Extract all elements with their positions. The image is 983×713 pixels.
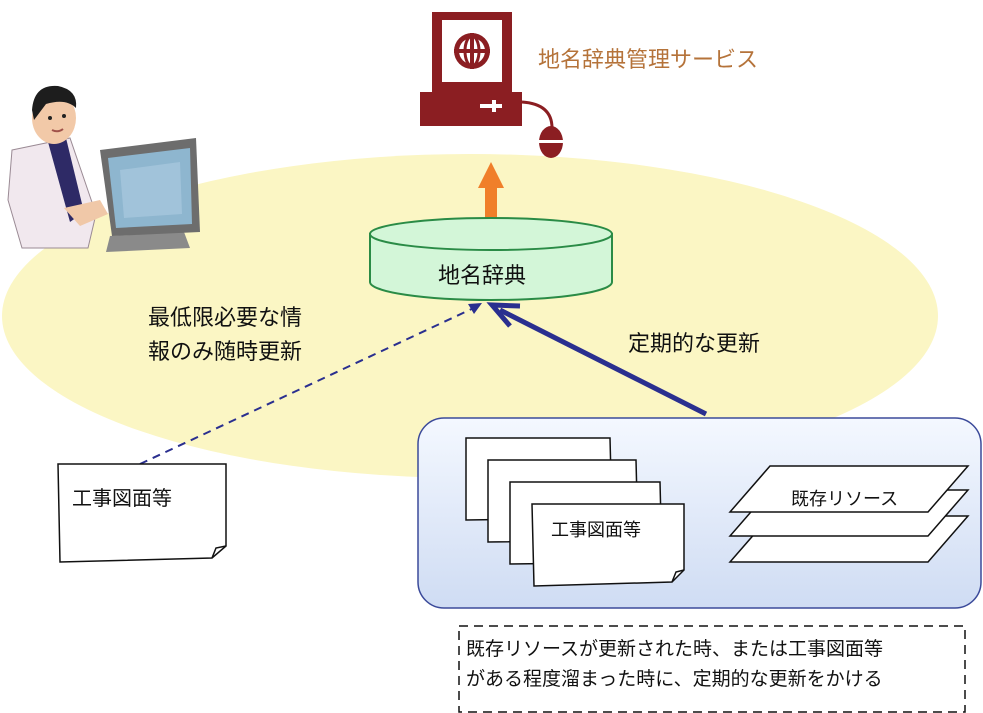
note-box xyxy=(458,625,966,713)
periodic-update-arrow xyxy=(486,302,708,417)
dictionary-label: 地名辞典 xyxy=(438,264,527,289)
minimal-update-line1: 最低限必要な情 xyxy=(148,306,303,331)
minimal-update-label: 最低限必要な情 報のみ随時更新 xyxy=(148,302,348,370)
update-note: 既存リソースが更新された時、または工事図面等 がある程度溜まった時に、定期的な更… xyxy=(466,634,961,694)
globe-terminal-icon xyxy=(420,12,563,158)
update-note-line2: がある程度溜まった時に、定期的な更新をかける xyxy=(466,668,883,690)
dictionary-database-icon xyxy=(369,217,613,301)
existing-resources-icon xyxy=(728,465,970,563)
periodic-update-label: 定期的な更新 xyxy=(628,332,761,357)
minimal-update-arrow xyxy=(139,303,482,465)
minimal-update-line2: 報のみ随時更新 xyxy=(148,340,303,365)
user-at-computer-icon xyxy=(7,85,200,252)
document-stack-icon xyxy=(465,437,685,587)
existing-resources-label: 既存リソース xyxy=(791,489,899,510)
scope-ellipse xyxy=(2,154,938,478)
document-stack-label: 工事図面等 xyxy=(551,520,641,541)
single-document-label: 工事図面等 xyxy=(72,486,172,510)
service-title: 地名辞典管理サービス xyxy=(538,48,759,73)
update-note-line1: 既存リソースが更新された時、または工事図面等 xyxy=(466,638,884,660)
construction-drawing-icon xyxy=(57,463,227,563)
